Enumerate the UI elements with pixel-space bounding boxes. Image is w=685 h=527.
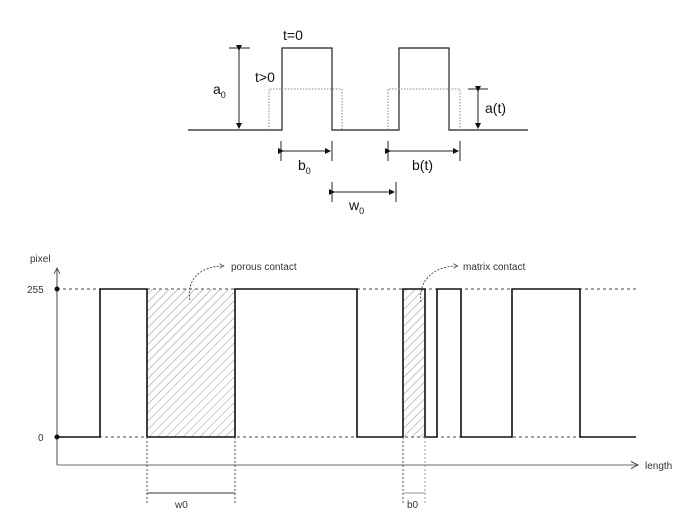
pixel-signal bbox=[57, 288, 636, 438]
label-t-gt-0: t>0 bbox=[255, 69, 275, 85]
annotation-porous-contact: porous contact bbox=[231, 262, 297, 273]
porous-contact-pointer bbox=[188, 266, 224, 301]
bottom-diagram: pixel length 255 0 porous contact matrix… bbox=[27, 254, 672, 511]
label-bt: b(t) bbox=[412, 157, 433, 173]
label-w0: w0 bbox=[348, 197, 364, 216]
porous-contact-hatch bbox=[147, 289, 235, 437]
matrix-contact-pointer bbox=[420, 266, 458, 303]
label-at: a(t) bbox=[485, 100, 506, 116]
matrix-contact-hatch bbox=[403, 289, 425, 437]
label-a0: a0 bbox=[213, 81, 226, 100]
top-diagram: t=0 t>0 a0 a(t) b0 b(t) w0 bbox=[188, 27, 528, 216]
annotation-matrix-contact: matrix contact bbox=[463, 262, 525, 273]
y-tick-0: 0 bbox=[38, 433, 44, 444]
y-axis-label: pixel bbox=[30, 254, 51, 265]
label-b0-bottom: b0 bbox=[407, 500, 419, 511]
label-b0: b0 bbox=[298, 157, 311, 176]
x-axis-label: length bbox=[645, 461, 672, 472]
y-tick-255: 255 bbox=[27, 285, 44, 296]
label-w0-bottom: w0 bbox=[174, 500, 188, 511]
signal-t-gt-0 bbox=[268, 88, 461, 130]
label-t0: t=0 bbox=[283, 27, 303, 43]
